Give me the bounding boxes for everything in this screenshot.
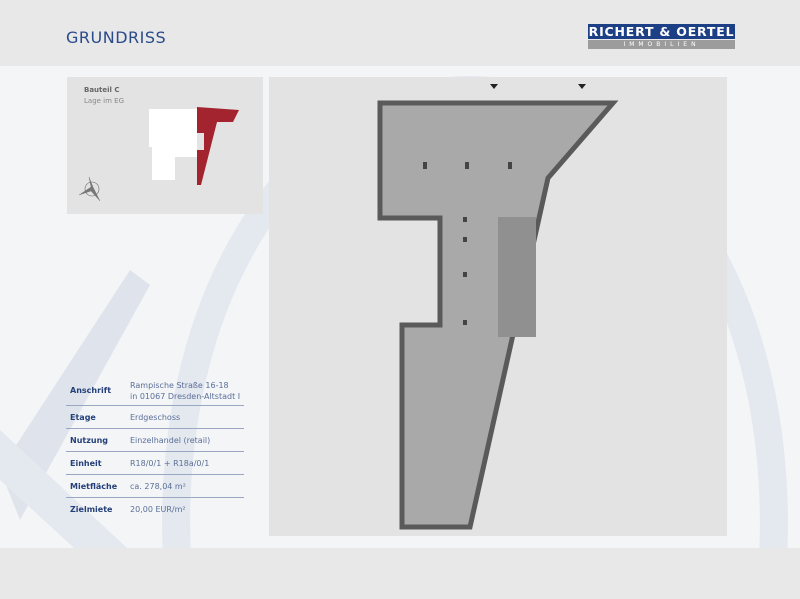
info-value: 20,00 EUR/m²: [130, 505, 186, 514]
footer: [0, 548, 800, 599]
logo-subtitle: IMMOBILIEN: [588, 40, 735, 49]
info-row-unit: Einheit R18/0/1 + R18a/0/1: [66, 452, 244, 475]
neighbor-building: [149, 109, 197, 180]
info-row-usage: Nutzung Einzelhandel (retail): [66, 429, 244, 452]
highlighted-building: [197, 107, 239, 185]
info-row-floor: Etage Erdgeschoss: [66, 406, 244, 429]
info-row-rent: Zielmiete 20,00 EUR/m²: [66, 498, 244, 521]
info-value: R18/0/1 + R18a/0/1: [130, 458, 210, 468]
info-label: Etage: [70, 412, 96, 422]
address-line: in 01067 Dresden-Altstadt I: [130, 391, 241, 401]
info-value: Einzelhandel (retail): [130, 435, 211, 445]
entrance-marker-icon: [578, 84, 586, 89]
info-label: Zielmiete: [70, 505, 113, 514]
building-label: Bauteil C: [84, 86, 120, 94]
restroom-core: [498, 217, 536, 337]
page-title: GRUNDRISS: [66, 28, 167, 47]
entrance-marker-icon: [490, 84, 498, 89]
location-label: Lage im EG: [84, 97, 125, 105]
info-label: Mietfläche: [70, 481, 118, 491]
info-label: Nutzung: [70, 435, 108, 445]
site-plan: Bauteil C Lage im EG: [67, 77, 263, 214]
floor-area: [377, 100, 619, 530]
info-value: Erdgeschoss: [130, 412, 181, 422]
info-value: ca. 278,04 m²: [130, 481, 186, 491]
info-row-area: Mietfläche ca. 278,04 m²: [66, 475, 244, 498]
compass-icon: [78, 176, 101, 202]
columns: [423, 162, 512, 325]
address-line: Rampische Straße 16-18: [130, 380, 229, 390]
logo-name: RICHERT & OERTEL: [588, 24, 735, 39]
info-label: Einheit: [70, 458, 102, 468]
floor-plan: [269, 77, 727, 536]
logo: RICHERT & OERTEL IMMOBILIEN: [588, 24, 735, 49]
info-label: Anschrift: [70, 386, 112, 395]
